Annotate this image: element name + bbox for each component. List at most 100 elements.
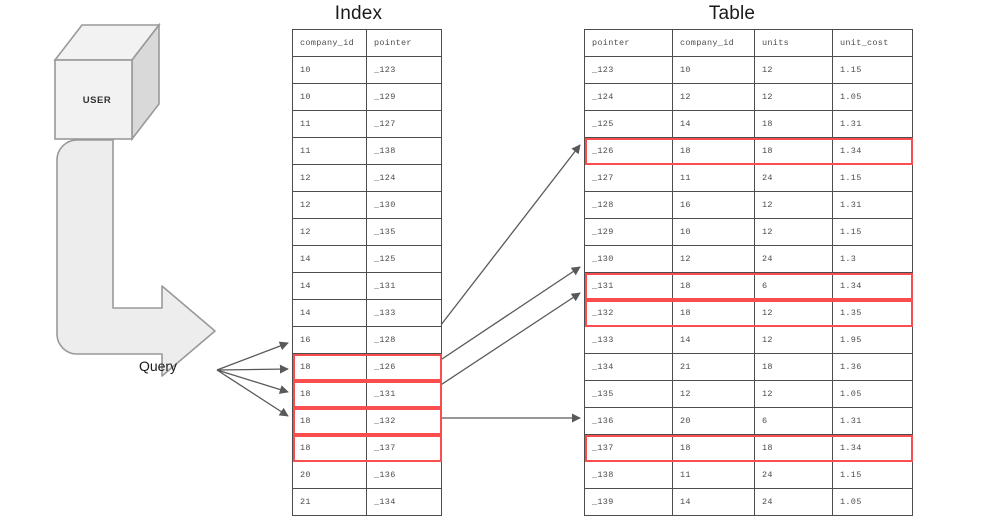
- index-row: 18_132: [292, 407, 442, 435]
- main-cell-pointer: _124: [584, 83, 673, 111]
- index-cell-pointer: _137: [366, 434, 442, 462]
- index-cell-pointer: _135: [366, 218, 442, 246]
- main-cell-unit-cost: 1.3: [832, 245, 913, 273]
- main-col-pointer: pointer: [584, 29, 673, 57]
- index-cell-pointer: _134: [366, 488, 442, 516]
- index-row: 18_131: [292, 380, 442, 408]
- main-cell-company-id: 18: [672, 137, 755, 165]
- main-cell-pointer: _130: [584, 245, 673, 273]
- main-cell-units: 6: [754, 272, 833, 300]
- main-cell-company-id: 14: [672, 488, 755, 516]
- query-label: Query: [138, 358, 178, 374]
- index-cell-company-id: 14: [292, 245, 367, 273]
- main-cell-pointer: _133: [584, 326, 673, 354]
- main-cell-units: 12: [754, 218, 833, 246]
- index-cell-company-id: 11: [292, 137, 367, 165]
- index-cell-company-id: 14: [292, 272, 367, 300]
- main-cell-units: 18: [754, 353, 833, 381]
- main-cell-company-id: 11: [672, 461, 755, 489]
- main-cell-units: 12: [754, 326, 833, 354]
- index-row: 11_138: [292, 137, 442, 165]
- index-cell-pointer: _126: [366, 353, 442, 381]
- main-cell-company-id: 21: [672, 353, 755, 381]
- main-cell-pointer: _139: [584, 488, 673, 516]
- main-cell-unit-cost: 1.34: [832, 137, 913, 165]
- index-row: 18_126: [292, 353, 442, 381]
- main-cell-company-id: 18: [672, 434, 755, 462]
- main-cell-unit-cost: 1.15: [832, 164, 913, 192]
- main-cell-company-id: 20: [672, 407, 755, 435]
- index-cell-pointer: _132: [366, 407, 442, 435]
- index-cell-company-id: 12: [292, 218, 367, 246]
- main-cell-company-id: 18: [672, 272, 755, 300]
- main-cell-units: 24: [754, 164, 833, 192]
- index-row: 18_137: [292, 434, 442, 462]
- index-row: 14_131: [292, 272, 442, 300]
- main-cell-pointer: _126: [584, 137, 673, 165]
- query-block-arrow: [56, 139, 216, 377]
- index-row: 14_125: [292, 245, 442, 273]
- index-cell-pointer: _136: [366, 461, 442, 489]
- index-cell-company-id: 21: [292, 488, 367, 516]
- index-cell-pointer: _124: [366, 164, 442, 192]
- main-cell-company-id: 16: [672, 191, 755, 219]
- index-cell-company-id: 18: [292, 353, 367, 381]
- index-title: Index: [334, 3, 383, 24]
- main-cell-units: 24: [754, 245, 833, 273]
- main-cell-pointer: _131: [584, 272, 673, 300]
- index-cell-company-id: 20: [292, 461, 367, 489]
- main-cell-unit-cost: 1.05: [832, 488, 913, 516]
- main-cell-pointer: _132: [584, 299, 673, 327]
- main-cell-unit-cost: 1.34: [832, 434, 913, 462]
- main-cell-company-id: 10: [672, 56, 755, 84]
- index-row: 10_129: [292, 83, 442, 111]
- main-cell-unit-cost: 1.95: [832, 326, 913, 354]
- main-cell-pointer: _138: [584, 461, 673, 489]
- index-cell-company-id: 12: [292, 191, 367, 219]
- index-row: 12_130: [292, 191, 442, 219]
- main-cell-pointer: _136: [584, 407, 673, 435]
- main-cell-units: 18: [754, 434, 833, 462]
- index-row: 10_123: [292, 56, 442, 84]
- index-cell-company-id: 18: [292, 380, 367, 408]
- main-cell-pointer: _135: [584, 380, 673, 408]
- index-cell-company-id: 11: [292, 110, 367, 138]
- main-cell-units: 12: [754, 56, 833, 84]
- main-cell-company-id: 11: [672, 164, 755, 192]
- index-row: 16_128: [292, 326, 442, 354]
- index-cell-pointer: _127: [366, 110, 442, 138]
- index-cell-company-id: 16: [292, 326, 367, 354]
- index-cell-pointer: _133: [366, 299, 442, 327]
- index-cell-company-id: 14: [292, 299, 367, 327]
- index-cell-company-id: 10: [292, 83, 367, 111]
- main-cell-company-id: 10: [672, 218, 755, 246]
- main-cell-units: 12: [754, 299, 833, 327]
- index-cell-company-id: 18: [292, 434, 367, 462]
- main-cell-company-id: 12: [672, 83, 755, 111]
- main-cell-unit-cost: 1.34: [832, 272, 913, 300]
- main-cell-unit-cost: 1.05: [832, 380, 913, 408]
- index-cell-pointer: _130: [366, 191, 442, 219]
- index-cell-pointer: _128: [366, 326, 442, 354]
- index-row: 21_134: [292, 488, 442, 516]
- main-cell-company-id: 14: [672, 326, 755, 354]
